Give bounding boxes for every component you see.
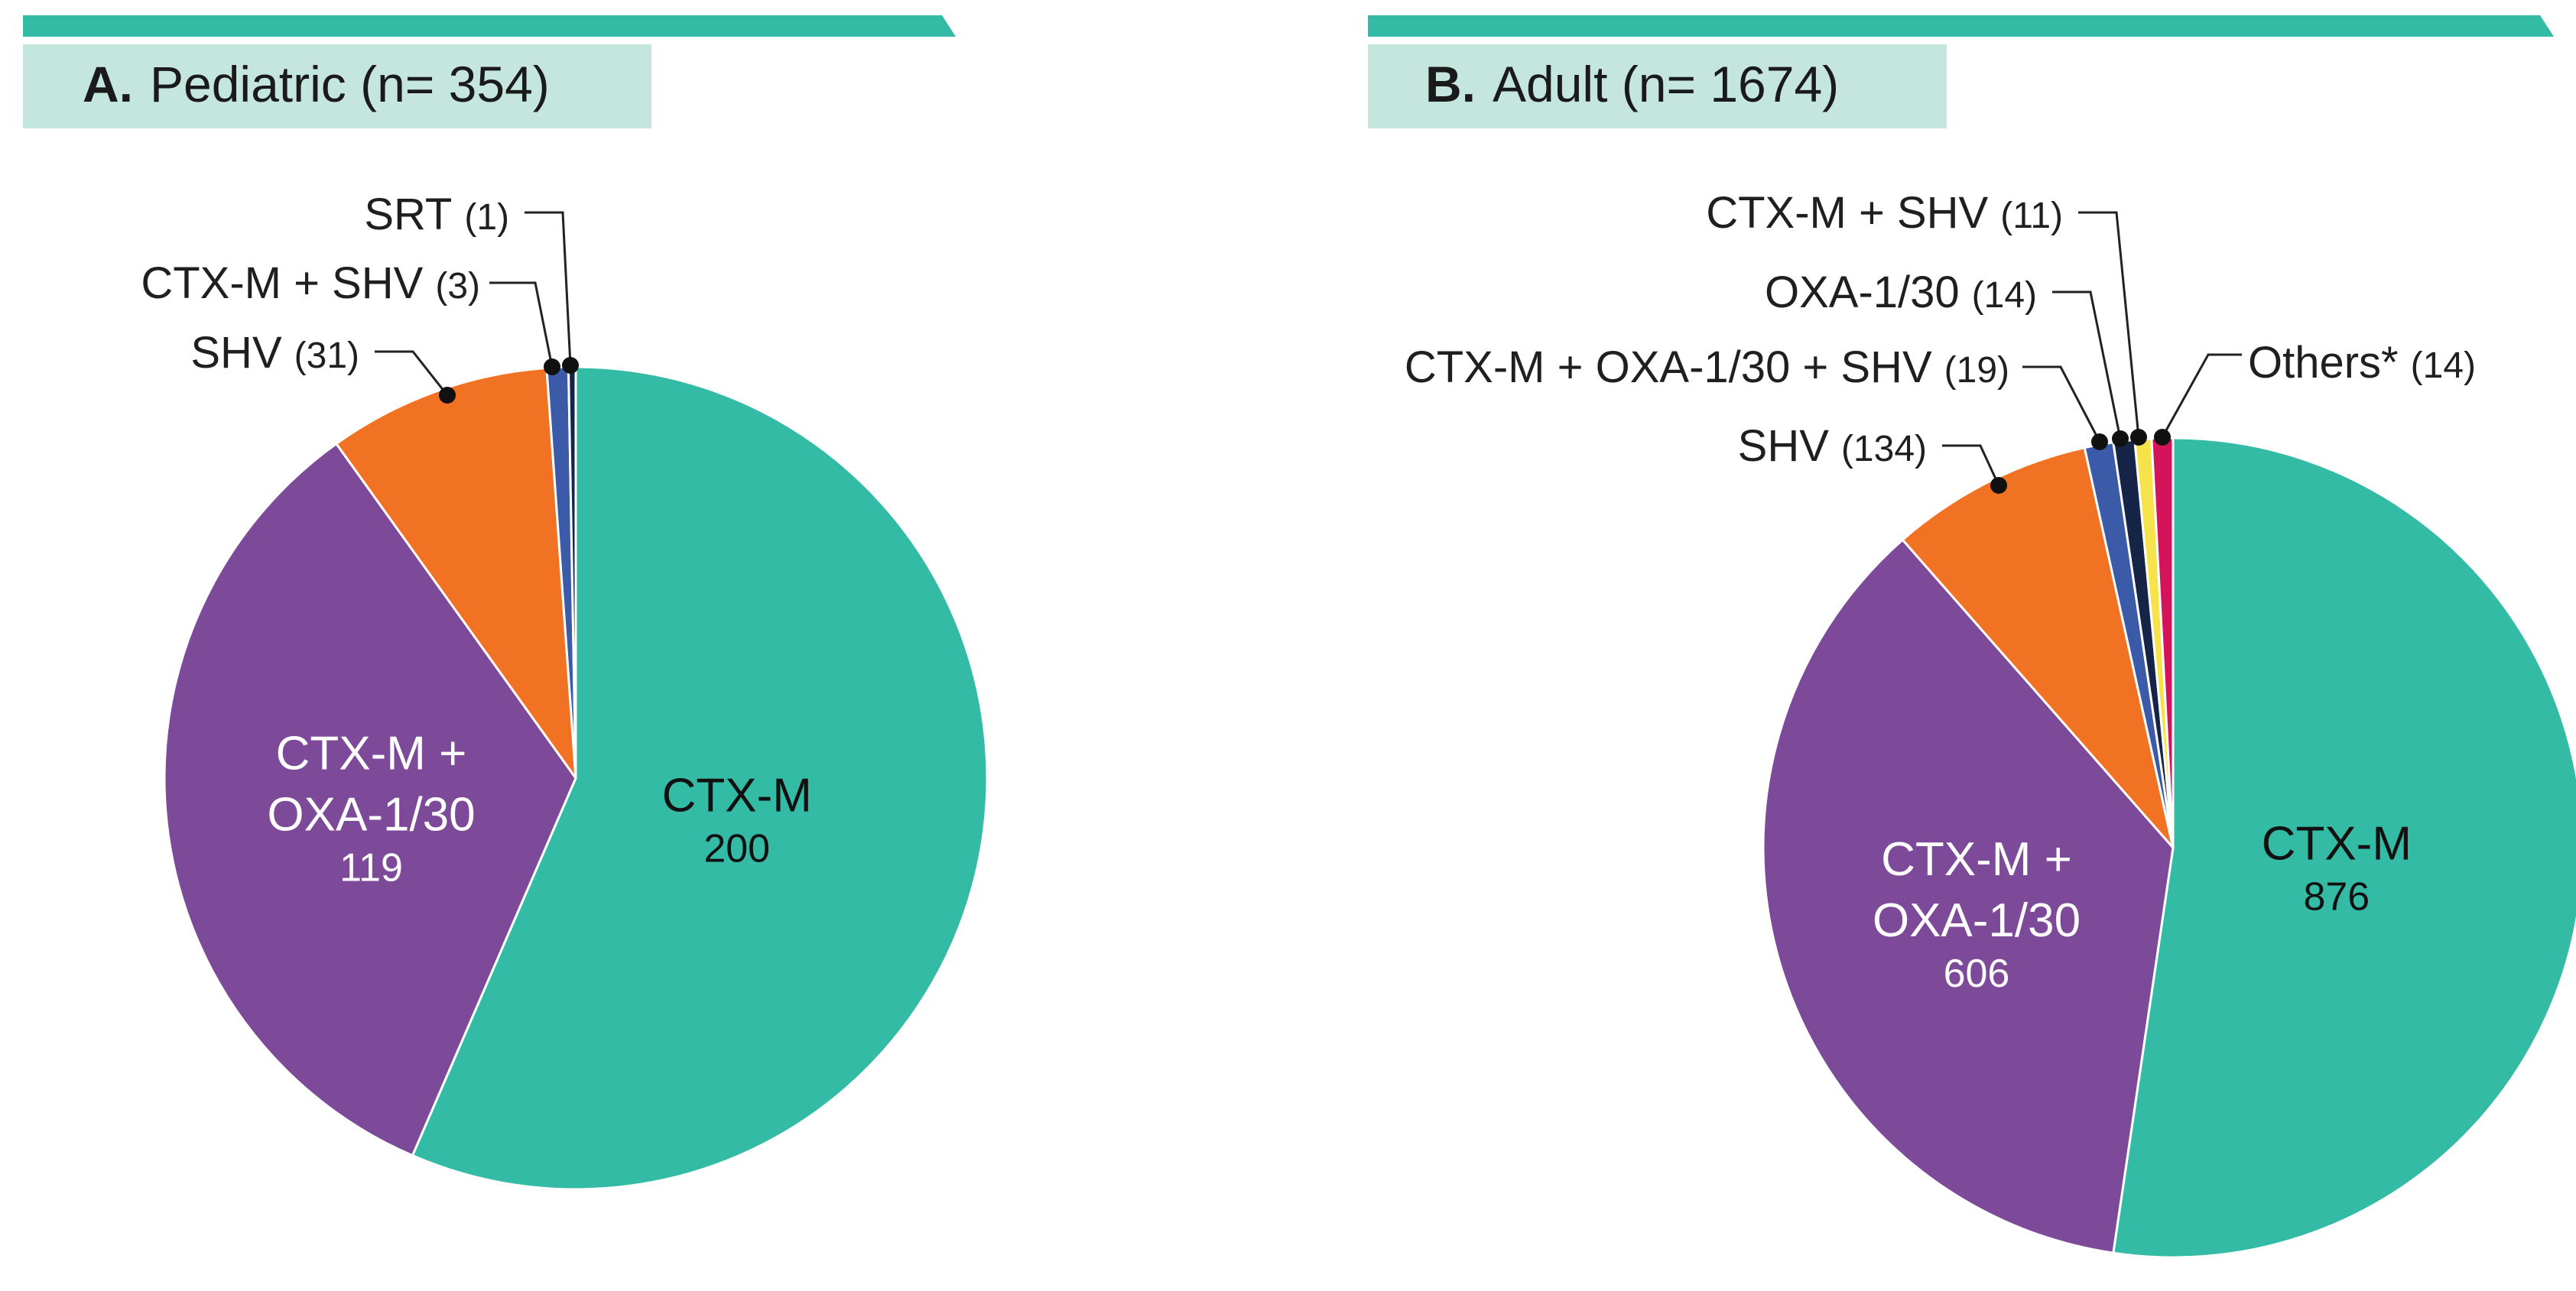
- pediatric-pie: [163, 365, 989, 1191]
- adult-slice-name: OXA-1/30: [1873, 894, 2081, 947]
- adult-slice-name: CTX-M: [2262, 818, 2412, 871]
- callout-count: (11): [2000, 196, 2063, 236]
- adult-callout-shv: SHV (134): [1738, 421, 2007, 494]
- callout-text: SHV (31): [190, 328, 359, 378]
- leader-line: [489, 281, 554, 368]
- callout-label: Others*: [2248, 338, 2399, 388]
- callout-count: (3): [435, 266, 480, 307]
- callout-label: SHV: [190, 328, 282, 378]
- callout-text: SHV (134): [1738, 421, 1927, 471]
- leader-line: [2022, 365, 2101, 443]
- pediatric-callout-ctx-m-shv: CTX-M + SHV (3): [141, 258, 560, 375]
- adult-header-bar: [1368, 15, 2554, 37]
- callout-dot: [439, 387, 456, 404]
- adult-slice-ctx-m: [2112, 436, 2576, 1259]
- callout-text: CTX-M + OXA-1/30 + SHV (19): [1405, 342, 2009, 392]
- pediatric-title-letter: A.: [83, 56, 133, 112]
- pediatric-slice-shv: [335, 366, 577, 780]
- pediatric-slice-name: OXA-1/30: [267, 789, 475, 842]
- pediatric-title: A. Pediatric (n= 354): [83, 56, 550, 112]
- callout-count: (19): [1944, 350, 2009, 391]
- adult-slice-ctx-m-oxa-1-30: [1762, 538, 2175, 1254]
- adult-callout-others: Others* (14): [2154, 338, 2476, 446]
- leader-line: [2052, 290, 2122, 440]
- adult-slice-name: CTX-M +: [1881, 833, 2072, 886]
- pediatric-slice-value: 119: [339, 846, 403, 890]
- callout-label: SHV: [1738, 421, 1830, 471]
- leader-line: [2161, 353, 2242, 438]
- adult-slice-label-ctx-m-oxa-1-30: CTX-M + OXA-1/30 606: [1873, 833, 2081, 996]
- callout-text: CTX-M + SHV (11): [1706, 188, 2063, 238]
- callout-label: CTX-M + SHV: [141, 258, 423, 308]
- callout-text: Others* (14): [2248, 338, 2476, 388]
- callout-count: (14): [1972, 275, 2037, 316]
- pediatric-slice-name: CTX-M: [662, 770, 812, 822]
- adult-callout-ctx-m-oxa-1-30-shv: CTX-M + OXA-1/30 + SHV (19): [1405, 342, 2108, 450]
- callout-count: (14): [2411, 345, 2476, 386]
- pediatric-title-box: [23, 44, 651, 128]
- callout-text: OXA-1/30 (14): [1765, 268, 2037, 317]
- adult-slice-value: 876: [2303, 875, 2370, 920]
- callout-dot: [2112, 430, 2129, 447]
- callout-dot: [562, 357, 579, 374]
- leader-line: [525, 211, 572, 366]
- callout-dot: [544, 358, 560, 375]
- callout-dot: [2154, 429, 2171, 446]
- pediatric-callout-srt: SRT (1): [364, 190, 579, 374]
- pediatric-slice-value: 200: [703, 827, 770, 871]
- pediatric-slice-ctx-m-oxa-1-30: [163, 443, 577, 1157]
- callout-count: (134): [1841, 429, 1927, 469]
- adult-slice-value: 606: [1944, 952, 2010, 996]
- callout-label: OXA-1/30: [1765, 268, 1960, 317]
- pediatric-panel: A. Pediatric (n= 354) CTX-M 200 CTX-M + OXA-1…: [23, 15, 989, 1191]
- callout-label: SRT: [364, 190, 452, 239]
- adult-title-box: [1368, 44, 1947, 128]
- adult-title: B. Adult (n= 1674): [1425, 56, 1839, 112]
- pediatric-slice-ctx-m: [411, 365, 989, 1191]
- adult-title-letter: B.: [1425, 56, 1476, 112]
- adult-pie: [1762, 436, 2576, 1259]
- callout-label: CTX-M + SHV: [1706, 188, 1988, 238]
- pediatric-callout-shv: SHV (31): [190, 328, 456, 404]
- callout-text: CTX-M + SHV (3): [141, 258, 480, 308]
- callout-count: (1): [464, 197, 509, 238]
- callout-dot: [1990, 477, 2007, 494]
- callout-label: CTX-M + OXA-1/30 + SHV: [1405, 342, 1932, 392]
- adult-callout-ctx-m-shv: CTX-M + SHV (11): [1706, 188, 2147, 446]
- leader-line: [375, 350, 449, 396]
- callout-count: (31): [294, 336, 359, 376]
- adult-slice-shv: [1901, 446, 2175, 849]
- leader-line: [1942, 444, 2000, 486]
- pediatric-slice-name: CTX-M +: [276, 728, 467, 780]
- callout-text: SRT (1): [364, 190, 509, 239]
- pediatric-title-text: Pediatric (n= 354): [150, 56, 550, 112]
- adult-callout-oxa-1-30: OXA-1/30 (14): [1765, 268, 2129, 447]
- callout-dot: [2130, 429, 2147, 446]
- pediatric-slice-label-ctx-m: CTX-M 200: [662, 770, 812, 871]
- leader-line: [2078, 211, 2140, 438]
- adult-title-text: Adult (n= 1674): [1493, 56, 1839, 112]
- pediatric-header-bar: [23, 15, 956, 37]
- callout-dot: [2091, 433, 2108, 450]
